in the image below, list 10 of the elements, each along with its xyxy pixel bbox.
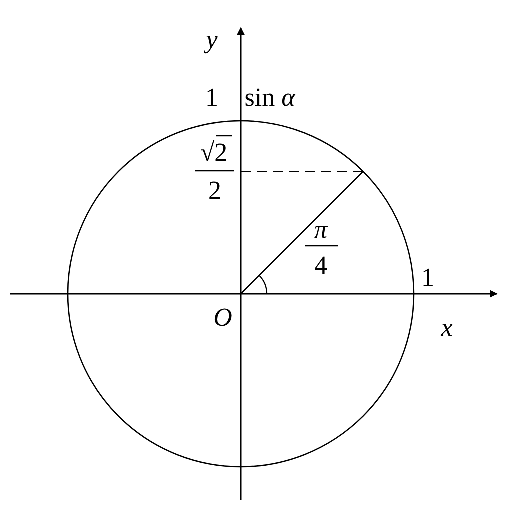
axis-label: x [441, 315, 453, 341]
tick-label: 1 [206, 85, 218, 111]
axis-label: sin α [244, 85, 296, 111]
fraction-numerator: π [314, 217, 328, 243]
fraction-denominator: 2 [208, 178, 222, 204]
fraction-denominator: 4 [314, 253, 328, 279]
fraction-numerator: √2 [200, 140, 228, 166]
origin-label: O [214, 305, 232, 331]
tick-label: 1 [422, 265, 434, 291]
axis-label: y [206, 27, 218, 53]
